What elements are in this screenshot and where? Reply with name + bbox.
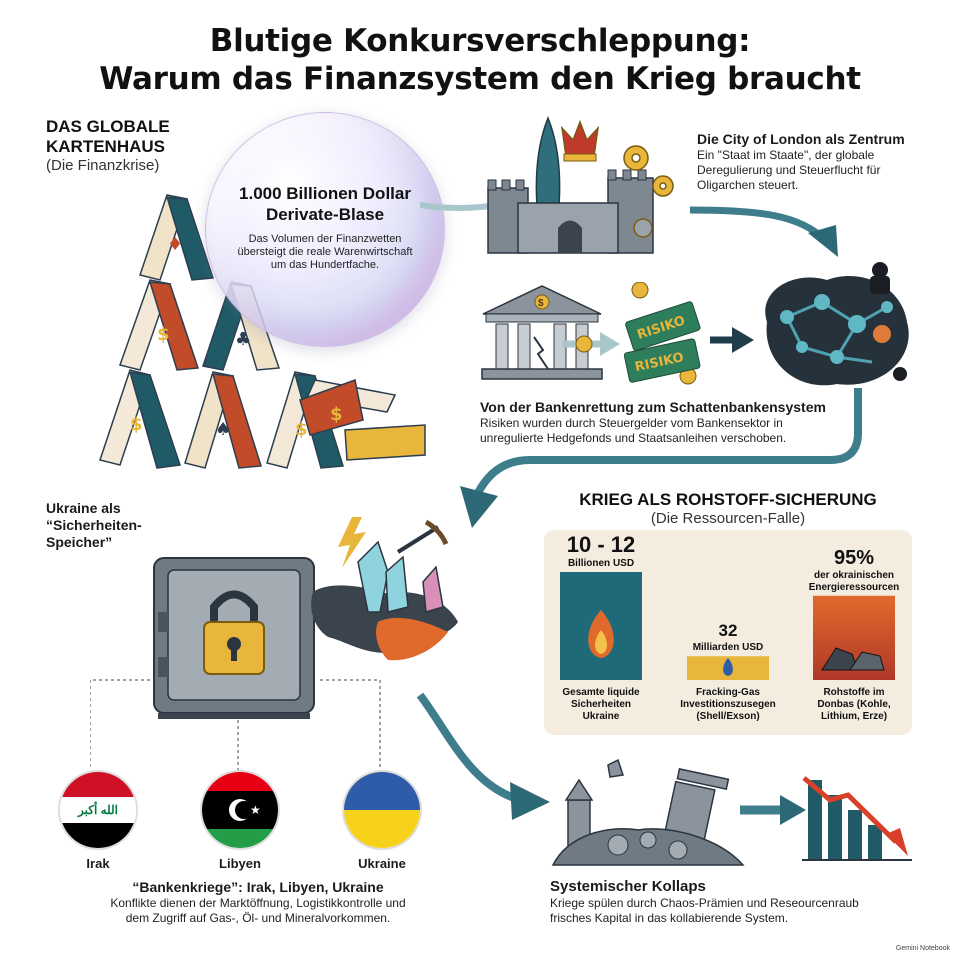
coin-icon xyxy=(575,282,697,385)
london-desc-line2: Deregulierung und Steuerflucht für xyxy=(697,163,881,177)
bubble-desc-line3: um das Hundertfache. xyxy=(270,259,380,271)
crown-icon xyxy=(560,119,600,162)
card xyxy=(128,371,181,469)
collapse-text: Systemischer Kollaps Kriege spülen durch… xyxy=(550,878,910,926)
chart-unit-label: Energieressourcen xyxy=(809,582,900,593)
london-text: Die City of London als Zentrum Ein "Staa… xyxy=(697,130,927,193)
bubble-description: Das Volumen der Finanzwetten übersteigt … xyxy=(215,233,435,272)
dotted-connectors xyxy=(90,679,381,770)
card xyxy=(344,424,426,461)
gear-icon xyxy=(623,145,674,238)
card-house-subheading: (Die Finanzkrise) xyxy=(46,157,160,174)
chart-value-label: 32 xyxy=(719,621,738,640)
chart-value-label: 95% xyxy=(834,547,874,569)
crystals-map-illustration xyxy=(311,517,458,661)
card-house-heading: DAS GLOBALE KARTENHAUS (Die Finanzkrise) xyxy=(46,117,170,175)
bank-wars-heading: “Bankenkriege”: Irak, Libyen, Ukraine xyxy=(132,879,384,895)
flame-icon xyxy=(595,630,607,654)
chart-category-label: Ukraine xyxy=(583,711,620,722)
derivative-bubble xyxy=(205,112,445,347)
collapse-heading: Systemischer Kollaps xyxy=(550,878,706,895)
collapse-desc-line1: Kriege spülen durch Chaos-Prämien und Re… xyxy=(550,896,859,910)
ukraine-storage-heading: Ukraine als “Sicherheiten- Speicher” xyxy=(46,500,142,551)
bank-wars-desc-line2: dem Zugriff auf Gas-, Öl- und Mineralvor… xyxy=(125,911,391,925)
arrow-connector xyxy=(416,692,550,820)
bubble-title-line2: Derivate-Blase xyxy=(265,205,385,224)
card xyxy=(211,373,262,469)
shadow-banking-network xyxy=(765,262,909,386)
chart-category-label: Sicherheiten xyxy=(571,699,631,710)
chart-unit-label: der okrainischen xyxy=(814,570,894,581)
svg-text:♦: ♦ xyxy=(167,234,183,255)
svg-text:$: $ xyxy=(295,419,308,440)
chart-category-label: Lithium, Erze) xyxy=(821,711,887,722)
card-house-heading-line1: DAS GLOBALE xyxy=(46,117,170,136)
card xyxy=(148,281,200,371)
page-title: Blutige Konkursverschleppung: Warum das … xyxy=(0,22,960,98)
svg-text:♠: ♠ xyxy=(215,419,231,440)
card-house-heading-line2: KARTENHAUS xyxy=(46,137,165,156)
collapse-desc-line2: frisches Kapital in das kollabierende Sy… xyxy=(550,911,789,925)
chart-unit-label: Milliarden USD xyxy=(693,642,764,653)
london-desc-line1: Ein "Staat im Staate", der globale xyxy=(697,148,875,162)
bank-rescue-desc-line2: unregulierte Hedgefonds und Staatsanleih… xyxy=(480,431,787,445)
bubble-desc-line2: übersteigt die reale Warenwirtschaft xyxy=(237,246,413,258)
chart-category-label: Gesamte liquide xyxy=(562,687,640,698)
bank-rescue-text: Von der Bankenrettung zum Schattenbanken… xyxy=(480,398,900,446)
padlock-icon xyxy=(203,590,265,675)
flag-label-irak: Irak xyxy=(86,856,110,871)
london-desc-line3: Oligarchen steuert. xyxy=(697,178,799,192)
svg-text:$: $ xyxy=(538,298,544,309)
person-icon xyxy=(873,325,891,343)
page-title-line1: Blutige Konkursverschleppung: xyxy=(209,23,751,59)
chart-unit-label: Billionen USD xyxy=(568,558,634,569)
svg-text:♣: ♣ xyxy=(235,329,251,350)
war-resources-title: KRIEG ALS ROHSTOFF-SICHERUNG xyxy=(579,490,877,509)
libya-flag-icon: ★ xyxy=(200,770,280,850)
flag-label-libyen: Libyen xyxy=(219,856,261,871)
iraq-flag-text: الله أكبر xyxy=(60,797,136,823)
ukraine-heading-line2: “Sicherheiten- xyxy=(46,517,142,533)
watermark: Gemini Notebook xyxy=(895,945,950,952)
lightning-icon xyxy=(338,517,366,568)
chart-category-label: Investitionszusegen xyxy=(680,699,776,710)
iraq-flag-icon: الله أكبر xyxy=(58,770,138,850)
bank-wars-desc-line1: Konflikte dienen der Marktöffnung, Logis… xyxy=(110,896,406,910)
svg-text:$: $ xyxy=(130,414,143,435)
card xyxy=(299,378,364,436)
ore-icon xyxy=(821,647,859,671)
vault-safe-illustration xyxy=(153,557,315,719)
war-resources-subtitle: (Die Ressourcen-Falle) xyxy=(650,510,806,527)
svg-text:$: $ xyxy=(330,404,343,425)
bubble-text: 1.000 Billionen Dollar Derivate-Blase Da… xyxy=(215,183,435,272)
bank-wars-text: “Bankenkriege”: Irak, Libyen, Ukraine Ko… xyxy=(58,878,458,926)
war-resources-heading: KRIEG ALS ROHSTOFF-SICHERUNG (Die Ressou… xyxy=(544,490,912,528)
gas-flame-icon xyxy=(723,658,733,676)
chart-category-label: Fracking-Gas xyxy=(696,687,760,698)
london-heading: Die City of London als Zentrum xyxy=(697,131,905,147)
ukraine-heading-line3: Speicher” xyxy=(46,534,113,550)
bank-rescue-desc-line1: Risiken wurden durch Steuergelder vom Ba… xyxy=(480,416,783,430)
london-castle-illustration xyxy=(487,115,674,254)
declining-chart-icon xyxy=(802,776,912,861)
arrow-connector xyxy=(460,388,862,528)
bubble-title-line1: 1.000 Billionen Dollar xyxy=(239,184,411,203)
chart-category-label: (Shell/Exson) xyxy=(696,711,759,722)
flag-label-ukraine: Ukraine xyxy=(358,856,406,871)
chart-category-label: Donbas (Kohle, xyxy=(817,699,891,710)
card xyxy=(165,196,215,281)
ore-icon xyxy=(849,651,885,671)
ukraine-heading-line1: Ukraine als xyxy=(46,500,121,516)
arrow-connector xyxy=(740,795,806,825)
chart-value-label: 10 - 12 xyxy=(567,532,636,557)
chart-category-label: Rohstoffe im xyxy=(823,687,884,698)
risk-transfer-illustration: RISIKO RISIKO xyxy=(562,282,754,385)
bank-rescue-heading: Von der Bankenrettung zum Schattenbanken… xyxy=(480,399,826,415)
bubble-desc-line1: Das Volumen der Finanzwetten xyxy=(248,233,402,245)
page-title-line2: Warum das Finanzsystem den Krieg braucht xyxy=(99,61,861,97)
ruins-illustration xyxy=(551,758,745,866)
svg-text:$: $ xyxy=(157,324,170,345)
arrow-connector xyxy=(690,206,838,257)
